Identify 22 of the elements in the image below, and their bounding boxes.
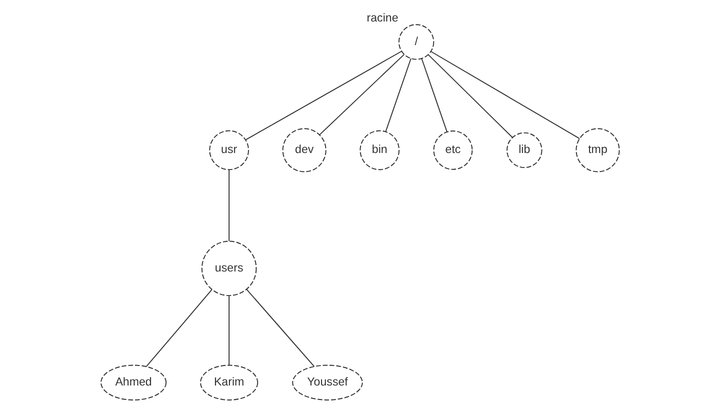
node-ellipse: Youssef — [292, 364, 362, 400]
connector — [318, 54, 404, 136]
node-ellipse: Ahmed — [100, 364, 166, 400]
connector — [244, 50, 402, 140]
node-circle: dev — [282, 128, 326, 172]
connector — [420, 58, 448, 133]
node-circle: tmp — [575, 128, 620, 172]
connector — [145, 289, 212, 367]
connector — [430, 51, 580, 140]
node-circle: etc — [432, 130, 472, 170]
node-circle: / — [398, 24, 434, 60]
node-circle: usr — [208, 130, 248, 170]
connector — [427, 54, 512, 138]
node-circle: users — [200, 240, 256, 296]
connector — [228, 296, 230, 366]
node-ellipse: Karim — [200, 364, 258, 400]
connector — [384, 58, 411, 132]
connector — [228, 169, 230, 242]
connector — [246, 288, 314, 367]
node-label: racine — [366, 12, 398, 24]
node-circle: bin — [359, 130, 400, 170]
node-circle: lib — [506, 132, 542, 168]
